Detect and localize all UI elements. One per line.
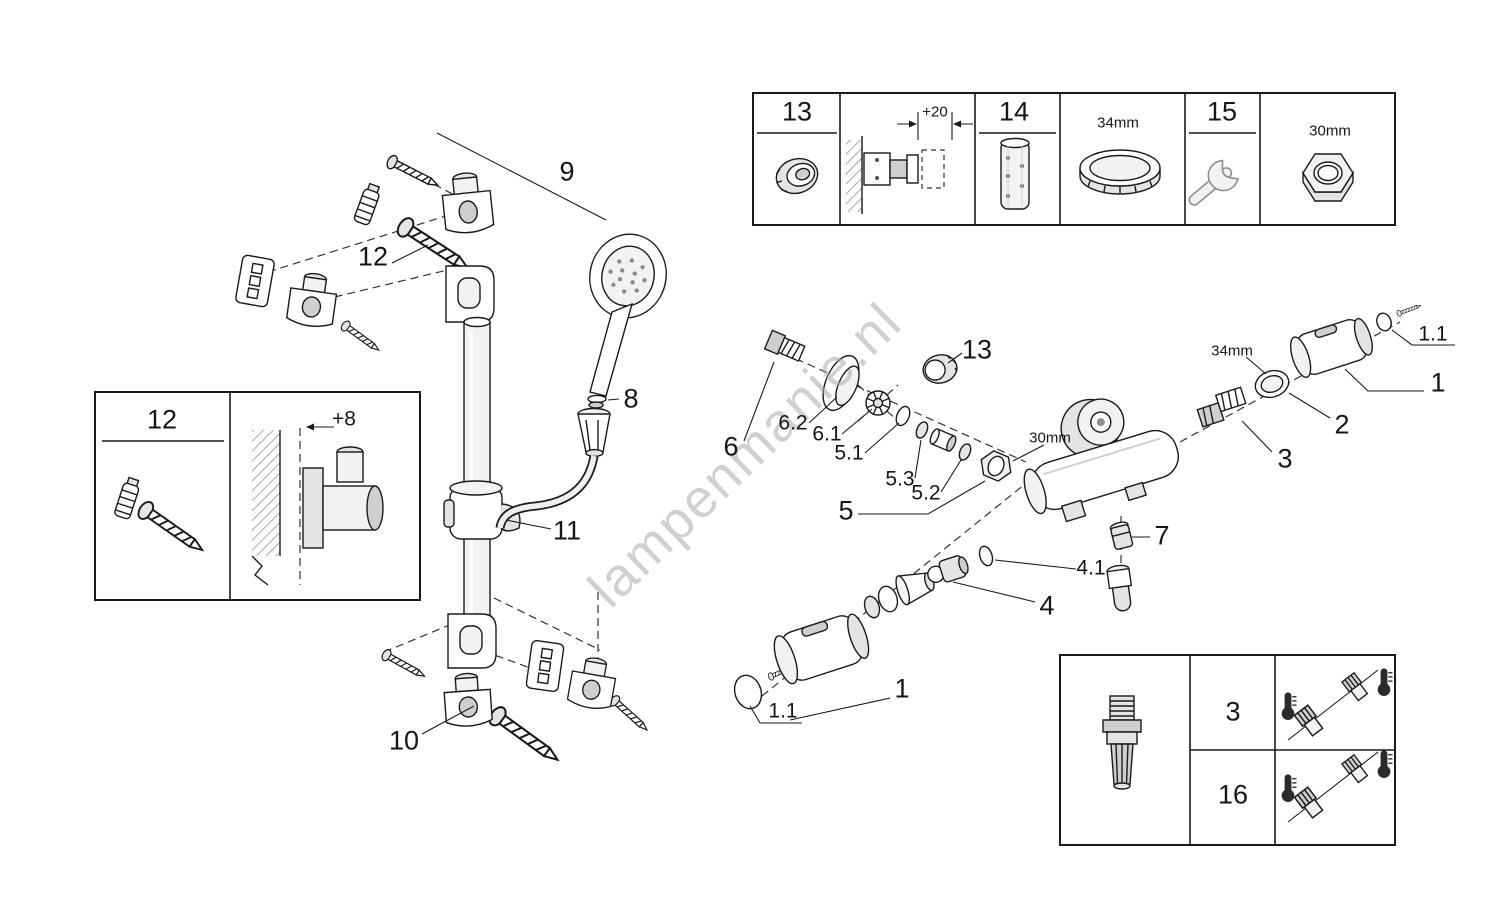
handle-cap [733,674,763,710]
wall-plate-bottom [525,639,565,693]
dim-30mm-valve: 30mm [1029,429,1071,447]
nut-30mm-part [980,450,1012,482]
ref-label-15: 15 [1206,96,1238,127]
hose-cone-nut [577,407,611,458]
part-label-8: 8 [623,383,639,414]
screw-bottom-long [485,703,565,769]
rail-slider [443,480,521,540]
inlet-fitting-6 [763,329,806,362]
screw-bottom-right [607,693,652,735]
valve-label-1-bottom: 1 [894,673,910,704]
outlet-connector [1106,564,1133,612]
cap-13-part [922,354,958,384]
screw-mid [338,318,383,356]
union-part-thumb [1102,695,1142,790]
bottom-table-label-16: 16 [1217,779,1249,810]
valve-label-5-1: 5.1 [834,441,864,465]
valve-label-1-top: 1 [1430,367,1446,398]
valve-label-5: 5 [838,495,854,526]
top-cap-bracket [441,172,495,234]
check-valve-7 [1109,521,1134,550]
cartridge [927,555,969,583]
escutcheon-6-2 [822,354,860,412]
wall-bracket-mid [285,269,340,330]
valve-label-7: 7 [1154,520,1170,551]
part-label-11: 11 [552,515,582,546]
rail-holder-top [445,265,495,323]
valve-label-1-1-bottom: 1.1 [768,699,798,723]
part-label-12: 12 [357,241,389,272]
valve-label-5-2: 5.2 [911,481,941,505]
valve-label-5-3: 5.3 [885,467,915,491]
valve-label-1-1-top: 1.1 [1418,322,1448,346]
ring-5-3 [915,421,929,439]
inset-label-12: 12 [146,404,178,435]
thermometer-diagram-row1 [1280,667,1394,741]
star-washer-6-1 [865,390,891,416]
dim-34mm-top: 34mm [1097,114,1139,132]
hand-shower [589,233,667,319]
screw-top-short [384,153,442,193]
part-13-thumb [775,157,819,195]
part-14-thumb [1000,137,1030,210]
washer-5-2 [958,443,972,461]
rail-assembly [234,132,667,769]
wall-anchor-top [352,181,383,227]
valve-label-13: 13 [961,334,993,365]
thermometer-diagram-row2 [1280,749,1394,823]
ref-label-14: 14 [998,96,1030,127]
valve-label-4-1: 4.1 [1076,556,1106,580]
dim-34mm-valve: 34mm [1211,342,1253,360]
stop-ring-cone [895,572,935,606]
dim-30mm-top: 30mm [1309,122,1351,140]
handle-ring-b [877,585,899,613]
part-label-9: 9 [559,156,575,187]
wall-plate-top [234,253,276,309]
handle-screw-1-1 [1376,302,1423,332]
valve-label-6: 6 [723,431,739,462]
valve-label-2: 2 [1334,409,1350,440]
dim-plus20: +20 [922,103,948,121]
aerator-5 [929,428,957,452]
ring-2 [1254,369,1290,399]
valve-label-4: 4 [1039,590,1055,621]
valve-assembly [733,302,1455,724]
wrench-15-thumb [1188,159,1239,206]
handle-ring-a [863,595,881,619]
part-label-10: 10 [388,725,420,756]
s-union-3 [1196,386,1247,428]
bottom-table-label-3: 3 [1225,696,1241,727]
wall-bracket-bottom [566,653,620,712]
ring-5-1 [895,405,911,427]
hose-gasket [587,394,607,409]
nut-30mm-thumb [1302,153,1354,202]
shut-off-handle-1 [1289,317,1373,379]
rail-holder-bottom [447,613,497,669]
install-depth-diagram [846,112,973,214]
valve-label-6-1: 6.1 [812,422,842,446]
temp-handle [773,613,870,685]
o-ring-4-1 [976,543,996,569]
shower-handle [589,302,634,397]
ring-34mm-thumb [1079,149,1161,195]
screw-bottom-left [379,647,428,682]
dim-plus8: +8 [332,407,356,431]
valve-label-3: 3 [1277,443,1293,474]
thermostat-body [1023,398,1179,523]
inset-wall-detail [251,423,384,586]
valve-label-6-2: 6.2 [778,411,808,435]
ref-label-13: 13 [781,96,813,127]
